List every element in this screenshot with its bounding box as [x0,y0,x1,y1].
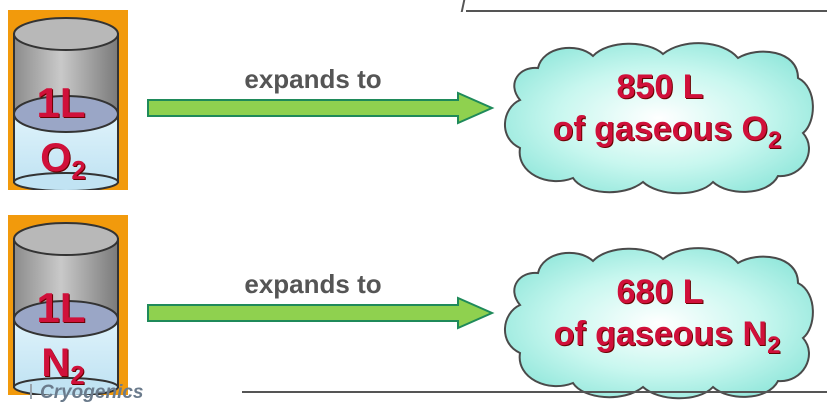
cloud-icon [504,42,814,195]
tank-volume-label: 1L [36,79,86,126]
header-divider [466,10,827,12]
cylinder-tank-icon [13,222,119,395]
cylinder-tank-icon [13,17,119,190]
expands-to-label: expands to [244,269,382,299]
right-arrow-icon [147,296,495,330]
footer-divider [242,391,827,393]
gas-volume-amount: 850 L [616,68,704,106]
gas-description: of gaseous N2 [553,315,781,359]
tank-chemical-label: O2 [40,136,86,185]
cloud-icon [504,247,814,400]
expansion-row-oxygen: 1L O2 expands to 850 L of gaseous O2 [0,0,827,195]
expansion-row-nitrogen: 1L N2 expands to 680 L of gaseous N2 [0,205,827,400]
tank-volume-label: 1L [36,284,86,331]
tank-chemical-label: N2 [41,341,85,390]
footer-tick [30,384,32,399]
footer-label: Cryogenics [40,382,144,403]
gas-volume-amount: 680 L [616,273,704,311]
gas-description: of gaseous O2 [552,110,782,154]
expands-to-label: expands to [244,64,382,94]
right-arrow-icon [147,91,495,125]
